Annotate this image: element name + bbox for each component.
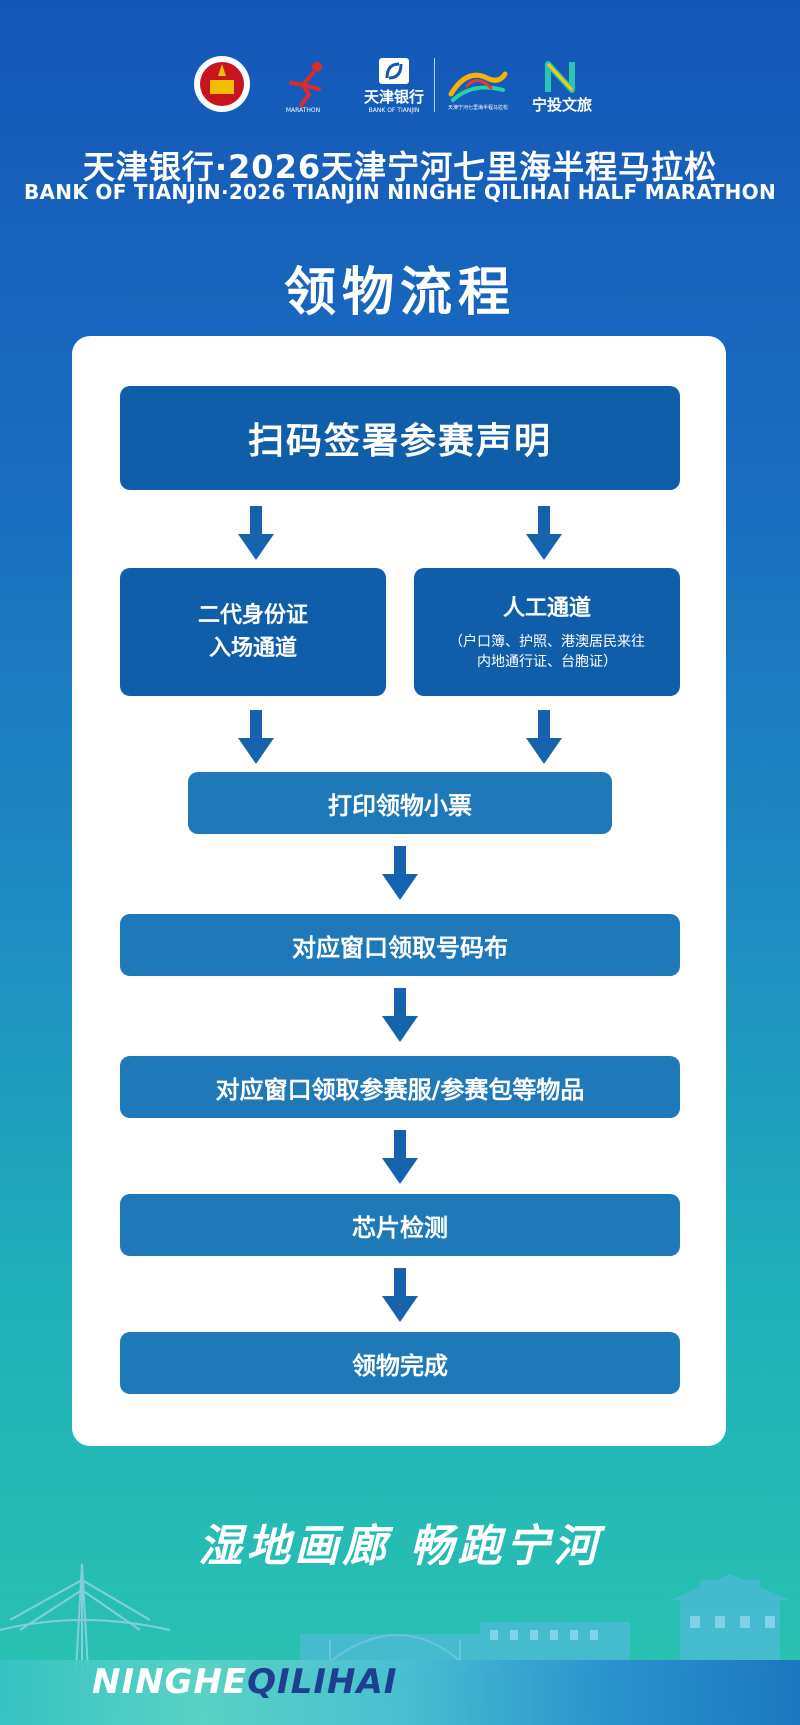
event-title-en: BANK OF TIANJIN·2026 TIANJIN NINGHE QILI… [23, 180, 777, 204]
swoosh-icon [448, 71, 508, 102]
flow-card: 扫码签署参赛声明 二代身份证 入场通道 人工通道 （户口簿、护照、港澳居民来往 … [72, 336, 726, 1446]
branch-manual-channel: 人工通道 （户口簿、护照、港澳居民来往 内地通行证、台胞证） [414, 568, 680, 696]
step-sign-declaration: 扫码签署参赛声明 [120, 386, 680, 490]
arrow-down-icon [238, 506, 274, 560]
arrow-down-icon [526, 506, 562, 560]
n-letter-icon [545, 60, 575, 93]
step-print-ticket: 打印领物小票 [188, 772, 612, 834]
slogan: 湿地画廊 畅跑宁河 [198, 1521, 602, 1572]
arrow-down-icon [382, 988, 418, 1042]
arrow-down-icon [382, 1268, 418, 1322]
step-sign-declaration-label: 扫码签署参赛声明 [247, 421, 552, 462]
step-collect-kit-label: 对应窗口领取参赛服/参赛包等物品 [215, 1075, 585, 1104]
arrow-down-icon [382, 1130, 418, 1184]
step-collect-bib-label: 对应窗口领取号码布 [292, 933, 508, 962]
logo-divider [434, 58, 435, 112]
bank-of-tianjin-logo: 天津银行 BANK OF TIANJIN [354, 52, 434, 118]
branch-manual-note-line2: 内地通行证、台胞证） [477, 653, 617, 670]
skyline-illustration [0, 1563, 790, 1670]
branch-id-card-line1: 二代身份证 [197, 603, 308, 628]
footer-band [0, 1660, 800, 1725]
step-collect-kit: 对应窗口领取参赛服/参赛包等物品 [120, 1056, 680, 1118]
footer-wordmark: NINGHEQILIHAI [92, 1662, 397, 1702]
branch-id-card-line2: 入场通道 [208, 636, 297, 661]
step-chip-check: 芯片检测 [120, 1194, 680, 1256]
athletics-association-seal [190, 52, 254, 116]
qilihai-logo-text: 天津宁河七里海半程马拉松 [447, 104, 508, 111]
branch-manual-title: 人工通道 [502, 595, 591, 621]
arrow-down-icon [382, 846, 418, 900]
step-complete-label: 领物完成 [352, 1351, 448, 1380]
runner-icon [289, 61, 322, 107]
footer-word-ninghe: NINGHE [92, 1662, 248, 1702]
qilihai-marathon-logo: 天津宁河七里海半程马拉松 [438, 56, 518, 118]
marathon-logo: MARATHON [268, 54, 338, 118]
branch-manual-note: （户口簿、护照、港澳居民来往 内地通行证、台胞证） [449, 633, 645, 672]
step-complete: 领物完成 [120, 1332, 680, 1394]
step-print-ticket-label: 打印领物小票 [328, 791, 472, 820]
marathon-logo-text: MARATHON [285, 106, 321, 114]
footer-word-qilihai: QILIHAI [247, 1662, 398, 1702]
arrow-down-icon [526, 710, 562, 764]
arrow-down-icon [238, 710, 274, 764]
ningtou-logo-text: 宁投文旅 [531, 95, 592, 114]
bank-logo-subtext: BANK OF TIANJIN [368, 107, 420, 114]
step-chip-check-label: 芯片检测 [352, 1213, 448, 1242]
bank-logo-text: 天津银行 [363, 88, 424, 106]
bank-icon [379, 58, 409, 84]
logo-row: MARATHON 天津银行 BANK OF TIANJIN 天津宁河七里海半程马… [0, 48, 800, 128]
branch-manual-note-line1: （户口簿、护照、港澳居民来往 [449, 633, 645, 650]
ningtou-logo: 宁投文旅 [520, 56, 604, 118]
branch-id-card: 二代身份证 入场通道 [120, 568, 386, 696]
event-title-cn: 天津银行·2026天津宁河七里海半程马拉松 [82, 148, 718, 186]
page-heading: 领物流程 [283, 263, 516, 323]
step-collect-bib: 对应窗口领取号码布 [120, 914, 680, 976]
seal-icon [194, 56, 250, 112]
